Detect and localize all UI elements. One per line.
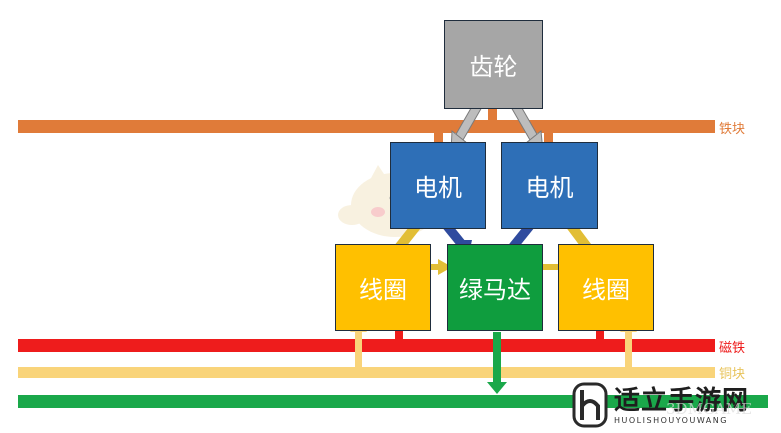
watermark: 适立手游网 3DMGAME HUOLISHOUYOUWANG — [570, 378, 781, 433]
coil-left-label: 线圈 — [359, 276, 407, 304]
green-motor-node: 绿马达 — [447, 244, 543, 331]
motor-right-label: 电机 — [525, 174, 574, 202]
green-output-arrow — [487, 332, 507, 394]
gear-node: 齿轮 — [444, 20, 543, 109]
h-logo-icon — [572, 382, 608, 428]
gear-label: 齿轮 — [469, 53, 518, 81]
magnet-bar-label: 磁铁 — [719, 341, 746, 356]
iron-bar-label: 铁块 — [719, 122, 746, 137]
iron-bar — [18, 120, 715, 133]
motor-left-label: 电机 — [414, 174, 462, 202]
green-motor-label: 绿马达 — [459, 276, 531, 304]
copper-bar — [18, 367, 715, 378]
magnet-bar — [18, 339, 715, 352]
motor-node-left: 电机 — [390, 142, 486, 229]
watermark-pinyin: HUOLISHOUYOUWANG — [614, 416, 728, 425]
coil-node-left: 线圈 — [335, 244, 431, 331]
coil-node-right: 线圈 — [558, 244, 654, 331]
motor-node-right: 电机 — [501, 142, 598, 229]
watermark-brand: 适立手游网 — [614, 386, 750, 416]
coil-right-label: 线圈 — [582, 276, 630, 304]
watermark-faded: 3DMGAME — [666, 400, 753, 418]
copper-bar-label: 铜块 — [719, 367, 746, 382]
